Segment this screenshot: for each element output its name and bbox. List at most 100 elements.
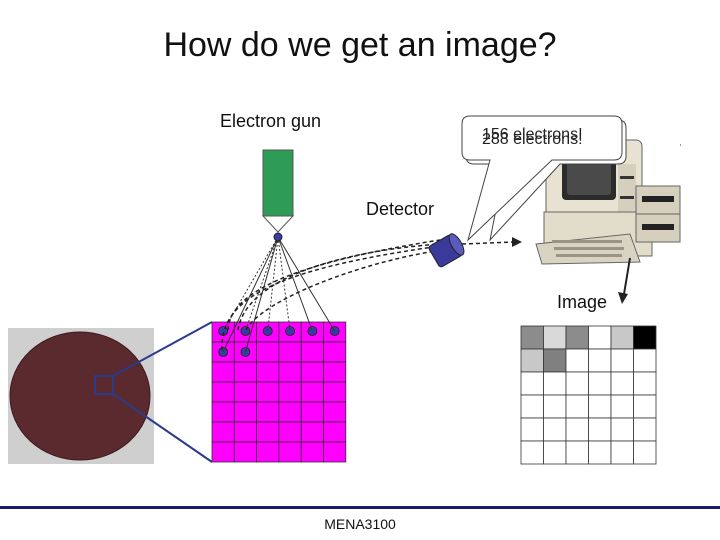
image-pixel: [565, 348, 589, 373]
image-pixel: [610, 325, 634, 350]
electron-gun: [261, 149, 295, 242]
image-pixel: [543, 394, 567, 419]
sample-cell: [233, 401, 258, 423]
sample-cell: [211, 421, 235, 443]
beam-line: [244, 236, 279, 332]
sample-cell: [211, 441, 235, 463]
signal-arrow: [461, 237, 522, 247]
sample-cell: [278, 421, 302, 443]
callout-bubble: [461, 115, 627, 242]
callout-text-front: 156 electrons!: [482, 126, 583, 143]
image-pixel: [588, 440, 612, 465]
sample-cell: [300, 361, 324, 383]
output-arrow: [618, 257, 631, 304]
sample-cell: [323, 381, 347, 403]
sample-cell: [300, 401, 324, 423]
specimen-disc: [10, 332, 150, 460]
sample-cell: [256, 421, 280, 443]
image-pixel: [520, 371, 544, 396]
sample-cell: [300, 421, 324, 443]
sample-cell: [278, 361, 302, 383]
image-pixel: [610, 371, 634, 396]
image-pixel: [633, 371, 657, 396]
zoom-line-top: [112, 321, 213, 377]
sample-cell: [256, 341, 280, 363]
output-image-grid: [520, 325, 657, 465]
image-pixel: [543, 371, 567, 396]
sample-cell: [278, 401, 302, 423]
image-pixel: [520, 394, 544, 419]
sample-cell: [233, 421, 258, 443]
image-pixel: [610, 417, 634, 442]
image-pixel: [633, 417, 657, 442]
image-pixel: [543, 417, 567, 442]
secondary-electron-paths: [221, 239, 443, 351]
image-pixel: [610, 440, 634, 465]
sample-cell: [323, 341, 347, 363]
image-pixel: [543, 325, 567, 350]
footer-bar: [0, 506, 720, 509]
scan-point: [240, 326, 251, 336]
sample-grid: [211, 321, 347, 463]
sample-cell: [323, 361, 347, 383]
beam-line: [277, 236, 313, 332]
image-label: Image: [557, 292, 608, 312]
beam-line: [244, 236, 279, 353]
scan-point: [262, 326, 273, 336]
sample-cell: [211, 401, 235, 423]
image-pixel: [543, 348, 567, 373]
sample-cell: [278, 341, 302, 363]
footer-label: MENA3100: [324, 516, 396, 532]
sample-cell: [233, 381, 258, 403]
sample-cell: [300, 441, 324, 463]
image-pixel: [588, 325, 612, 350]
sample-cell: [256, 381, 280, 403]
beam-line: [277, 236, 291, 332]
sample-cell: [211, 361, 235, 383]
sample-cell: [323, 421, 347, 443]
sample-cell: [211, 381, 235, 403]
image-pixel: [633, 348, 657, 373]
image-pixel: [588, 348, 612, 373]
slide-title: How do we get an image?: [163, 26, 557, 64]
image-pixel: [520, 417, 544, 442]
image-pixel: [610, 394, 634, 419]
detector-label: Detector: [366, 199, 435, 219]
image-pixel: [520, 440, 544, 465]
image-pixel: [565, 371, 589, 396]
image-pixel: [588, 417, 612, 442]
specimen-photo: [8, 328, 154, 464]
zoom-box: [94, 375, 114, 395]
sample-cell: [278, 441, 302, 463]
image-pixel: [588, 394, 612, 419]
sample-cell: [233, 361, 258, 383]
image-pixel: [610, 348, 634, 373]
sample-cell: [300, 381, 324, 403]
image-pixel: [543, 440, 567, 465]
sample-cell: [256, 361, 280, 383]
scan-point: [285, 326, 295, 336]
sample-cell: [323, 441, 347, 463]
image-pixel: [633, 394, 657, 419]
image-pixel: [633, 325, 657, 350]
sample-cell: [278, 381, 302, 403]
beam-line: [277, 236, 336, 332]
sample-cell: [256, 401, 280, 423]
image-pixel: [520, 325, 544, 350]
sample-cell: [233, 441, 258, 463]
image-pixel: [565, 325, 589, 350]
detector: [428, 233, 465, 268]
sample-cell: [256, 441, 280, 463]
image-pixel: [565, 417, 589, 442]
image-pixel: [633, 440, 657, 465]
image-pixel: [565, 394, 589, 419]
callout-text-back: 288 electrons!: [482, 131, 583, 148]
sample-cell: [323, 401, 347, 423]
sample-cell: [300, 341, 324, 363]
image-pixel: [588, 371, 612, 396]
image-pixel: [565, 440, 589, 465]
image-pixel: [520, 348, 544, 373]
zoom-line-bottom: [112, 393, 213, 463]
electron-gun-label: Electron gun: [220, 111, 322, 131]
